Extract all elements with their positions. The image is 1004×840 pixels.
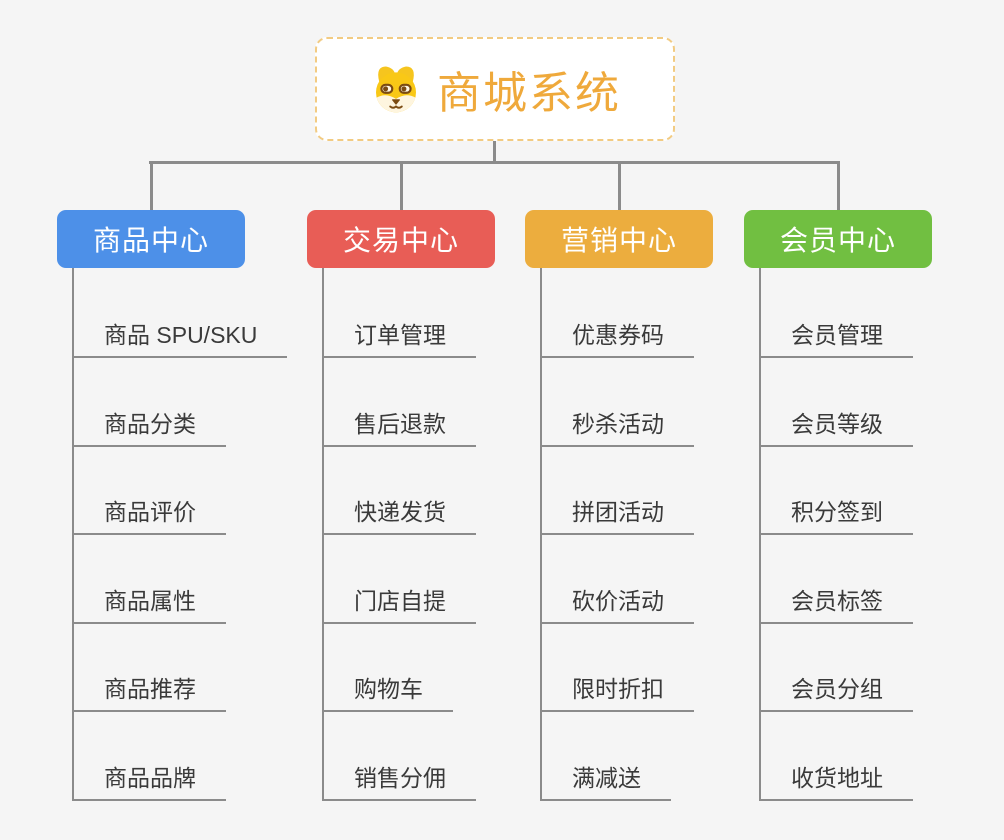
branch-header-marketing-center[interactable]: 营销中心 [525, 210, 713, 268]
subtopic-trade-center-1[interactable]: 售后退款 [322, 411, 476, 447]
subtopic-product-center-1[interactable]: 商品分类 [72, 411, 226, 447]
connector-branch-drop-product-center [149, 161, 153, 210]
subtopic-product-center-3[interactable]: 商品属性 [72, 588, 226, 624]
subtopic-marketing-center-3[interactable]: 砍价活动 [540, 588, 694, 624]
subtopic-member-center-1[interactable]: 会员等级 [759, 411, 913, 447]
subtopic-trade-center-2[interactable]: 快递发货 [322, 499, 476, 536]
subtopic-member-center-0[interactable]: 会员管理 [759, 322, 913, 358]
branch-header-product-center[interactable]: 商品中心 [57, 210, 245, 268]
subtopic-member-center-3[interactable]: 会员标签 [759, 588, 913, 624]
connector-root-stub [493, 141, 496, 163]
subtopic-trade-center-5[interactable]: 销售分佣 [322, 765, 476, 801]
subtopic-marketing-center-5[interactable]: 满减送 [540, 765, 671, 801]
root-topic[interactable]: 商城系统 [315, 37, 675, 141]
branch-header-trade-center[interactable]: 交易中心 [307, 210, 495, 268]
subtopic-trade-center-4[interactable]: 购物车 [322, 676, 453, 713]
subtopic-product-center-4[interactable]: 商品推荐 [72, 676, 226, 713]
subtopic-trade-center-0[interactable]: 订单管理 [322, 322, 476, 358]
connector-horizontal-rail [149, 161, 839, 164]
subtopic-marketing-center-4[interactable]: 限时折扣 [540, 676, 694, 713]
subtopic-marketing-center-2[interactable]: 拼团活动 [540, 499, 694, 536]
root-topic-title: 商城系统 [437, 69, 621, 118]
subtopic-member-center-2[interactable]: 积分签到 [759, 499, 913, 536]
subtopic-marketing-center-0[interactable]: 优惠券码 [540, 322, 694, 358]
subtopic-product-center-0[interactable]: 商品 SPU/SKU [72, 322, 288, 358]
subtopic-marketing-center-1[interactable]: 秒杀活动 [540, 411, 694, 447]
connector-branch-drop-marketing-center [617, 161, 621, 210]
connector-branch-drop-member-center [836, 161, 840, 210]
subtopic-member-center-5[interactable]: 收货地址 [759, 765, 913, 801]
connector-branch-drop-trade-center [399, 161, 403, 210]
dog-face-icon [369, 64, 423, 114]
subtopic-product-center-2[interactable]: 商品评价 [72, 499, 226, 536]
subtopic-trade-center-3[interactable]: 门店自提 [322, 588, 476, 624]
subtopic-product-center-5[interactable]: 商品品牌 [72, 765, 226, 801]
subtopic-member-center-4[interactable]: 会员分组 [759, 676, 913, 713]
branch-header-member-center[interactable]: 会员中心 [744, 210, 932, 268]
